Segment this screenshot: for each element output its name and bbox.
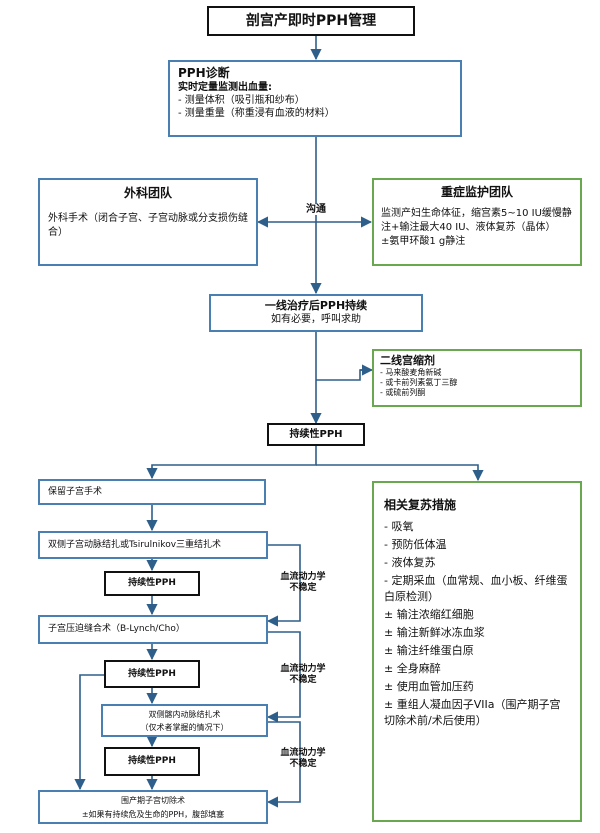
arrow-unstable-1 bbox=[266, 544, 301, 627]
second-line-heading: 二线宫缩剂 bbox=[380, 354, 435, 367]
bilateral-ligation-text: 双侧子宫动脉结扎或Tsirulnikov三重结扎术 bbox=[48, 540, 222, 550]
icu-heading: 重症监护团队 bbox=[440, 185, 513, 199]
unstable-label: 血流动力学 不稳定 bbox=[280, 664, 326, 685]
resuscitation-list: - 吸氧 - 预防低体温 - 液体复苏 - 定期采血（血常规、血小板、纤维蛋白原… bbox=[384, 519, 570, 729]
second-line-item: - 马来酸麦角新碱 bbox=[380, 368, 442, 377]
first-line-box: 一线治疗后PPH持续 如有必要，呼叫求助 bbox=[209, 294, 423, 332]
resuscitation-item: ± 全身麻醉 bbox=[384, 662, 441, 675]
resuscitation-item: ± 输注新鲜冰冻血浆 bbox=[384, 626, 485, 639]
arrow-unstable-3 bbox=[266, 721, 301, 808]
resuscitation-item: ± 重组人凝血因子VIIa（围产期子宫切除术前/术后使用） bbox=[384, 698, 561, 727]
communication-label: 沟通 bbox=[296, 204, 336, 215]
bilateral-ligation-box: 双侧子宫动脉结扎或Tsirulnikov三重结扎术 bbox=[38, 531, 268, 559]
persistent-pph-2: 持续性PPH bbox=[104, 660, 200, 688]
page-title: 剖宫产即时PPH管理 bbox=[245, 13, 377, 29]
resuscitation-box: 相关复苏措施 - 吸氧 - 预防低体温 - 液体复苏 - 定期采血（血常规、血小… bbox=[372, 481, 582, 822]
resuscitation-item: - 预防低体温 bbox=[384, 538, 447, 551]
second-line-box: 二线宫缩剂 - 马来酸麦角新碱 - 或卡前列素氨丁三醇 - 或硫前列酮 bbox=[372, 349, 582, 407]
second-line-item: - 或卡前列素氨丁三醇 bbox=[380, 378, 458, 387]
first-line-heading: 一线治疗后PPH持续 bbox=[264, 299, 368, 312]
second-line-item: - 或硫前列酮 bbox=[380, 388, 426, 397]
resuscitation-item: - 定期采血（血常规、血小板、纤维蛋白原检测） bbox=[384, 574, 568, 603]
surgical-team-box: 外科团队 外科手术（闭合子宫、子宫动脉或分支损伤缝合） bbox=[38, 178, 258, 266]
diagnosis-box: PPH诊断 实时定量监测出血量: - 测量体积（吸引瓶和纱布） - 测量重量（称… bbox=[168, 60, 462, 137]
compression-suture-text: 子宫压迫缝合术（B-Lynch/Cho） bbox=[48, 624, 185, 634]
icu-text: 监测产妇生命体征，缩宫素5~10 IU缓慢静注+输注最大40 IU、液体复苏（晶… bbox=[381, 208, 572, 247]
diagnosis-item: - 测量体积（吸引瓶和纱布） bbox=[178, 95, 305, 106]
resuscitation-item: ± 使用血管加压药 bbox=[384, 680, 474, 693]
arrow-to-uterus-preserving bbox=[146, 446, 317, 480]
resuscitation-item: ± 输注纤维蛋白原 bbox=[384, 644, 474, 657]
internal-iliac-line2: （仅术者掌握的情况下） bbox=[140, 723, 229, 732]
first-line-text: 如有必要，呼叫求助 bbox=[271, 314, 361, 325]
surgical-text: 外科手术（闭合子宫、子宫动脉或分支损伤缝合） bbox=[48, 213, 248, 238]
hysterectomy-line2: ±如果有持续危及生命的PPH，腹部填塞 bbox=[81, 810, 225, 819]
arrow-to-second-line bbox=[316, 369, 371, 381]
hysterectomy-box: 围产期子宫切除术 ±如果有持续危及生命的PPH，腹部填塞 bbox=[38, 790, 268, 824]
resuscitation-heading: 相关复苏措施 bbox=[384, 498, 457, 512]
resuscitation-item: - 液体复苏 bbox=[384, 556, 436, 569]
icu-team-box: 重症监护团队 监测产妇生命体征，缩宫素5~10 IU缓慢静注+输注最大40 IU… bbox=[372, 178, 582, 266]
diagnosis-subheading: 实时定量监测出血量: bbox=[178, 82, 272, 93]
uterus-preserving-text: 保留子宫手术 bbox=[48, 487, 103, 497]
diagnosis-item: - 测量重量（称重浸有血液的材料） bbox=[178, 108, 335, 119]
surgical-heading: 外科团队 bbox=[123, 186, 172, 200]
diagnosis-heading: PPH诊断 bbox=[178, 66, 230, 80]
resuscitation-item: ± 输注浓缩红细胞 bbox=[384, 608, 474, 621]
unstable-label: 血流动力学 不稳定 bbox=[280, 748, 326, 769]
resuscitation-item: - 吸氧 bbox=[384, 520, 414, 533]
hysterectomy-line1: 围产期子宫切除术 bbox=[121, 796, 185, 805]
internal-iliac-line1: 双侧髂内动脉结扎术 bbox=[148, 710, 221, 719]
persistent-pph-1: 持续性PPH bbox=[104, 571, 200, 596]
arrow-unstable-2 bbox=[266, 631, 301, 723]
arrow-bypass-hysterectomy bbox=[74, 674, 104, 791]
persistent-pph-main: 持续性PPH bbox=[267, 423, 365, 446]
arrow-to-resuscitation bbox=[316, 464, 484, 482]
internal-iliac-box: 双侧髂内动脉结扎术 （仅术者掌握的情况下） bbox=[101, 704, 268, 737]
uterus-preserving-box: 保留子宫手术 bbox=[38, 479, 266, 505]
compression-suture-box: 子宫压迫缝合术（B-Lynch/Cho） bbox=[38, 615, 268, 644]
unstable-label: 血流动力学 不稳定 bbox=[280, 572, 326, 593]
persistent-pph-3: 持续性PPH bbox=[104, 747, 200, 776]
title-box: 剖宫产即时PPH管理 bbox=[207, 6, 415, 36]
